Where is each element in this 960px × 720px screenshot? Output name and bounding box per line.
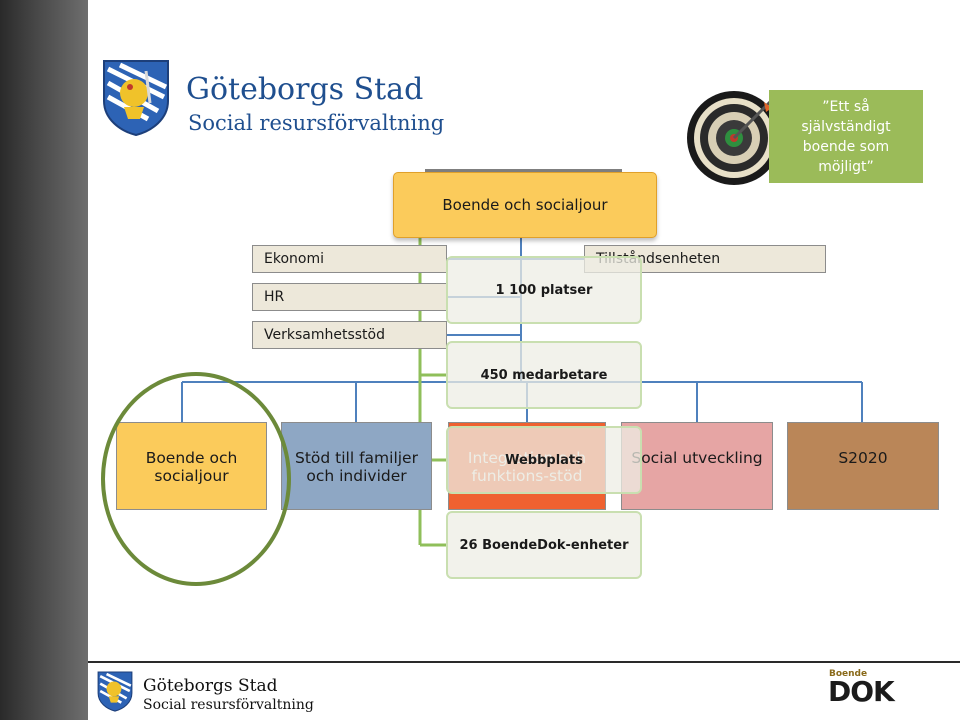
highlight-circle <box>101 372 291 586</box>
dept-box-social-utveckling: Social utveckling <box>621 422 773 510</box>
footer-org-subtitle: Social resursförvaltning <box>143 697 314 713</box>
staff-box-verksamhetsstod: Verksamhetsstöd <box>252 321 447 349</box>
boendedok-logo: DOK <box>828 675 895 708</box>
org-subtitle: Social resursförvaltning <box>188 111 445 135</box>
callout-places: 1 100 platser <box>446 256 642 324</box>
callout-website[interactable]: Webbplats <box>446 426 642 494</box>
callout-employees: 450 medarbetare <box>446 341 642 409</box>
quote-box: ”Ett så självständigt boende som möjligt… <box>769 90 923 183</box>
goteborg-crest-logo <box>103 60 169 137</box>
boendedok-logo-small-text: Boende <box>829 669 868 679</box>
org-main-box: Boende och socialjour <box>393 172 657 238</box>
dept-box-s2020: S2020 <box>787 422 939 510</box>
footer-org-title: Göteborgs Stad <box>143 676 278 696</box>
staff-box-hr: HR <box>252 283 447 311</box>
callout-units: 26 BoendeDok-enheter <box>446 511 642 579</box>
dept-box-stod-familjer: Stöd till familjer och individer <box>281 422 432 510</box>
sidebar-strip <box>0 0 88 720</box>
org-title: Göteborgs Stad <box>186 72 424 107</box>
staff-box-ekonomi: Ekonomi <box>252 245 447 273</box>
dartboard-image <box>687 91 781 185</box>
footer-divider <box>88 661 960 663</box>
goteborg-crest-logo-small <box>97 671 133 712</box>
